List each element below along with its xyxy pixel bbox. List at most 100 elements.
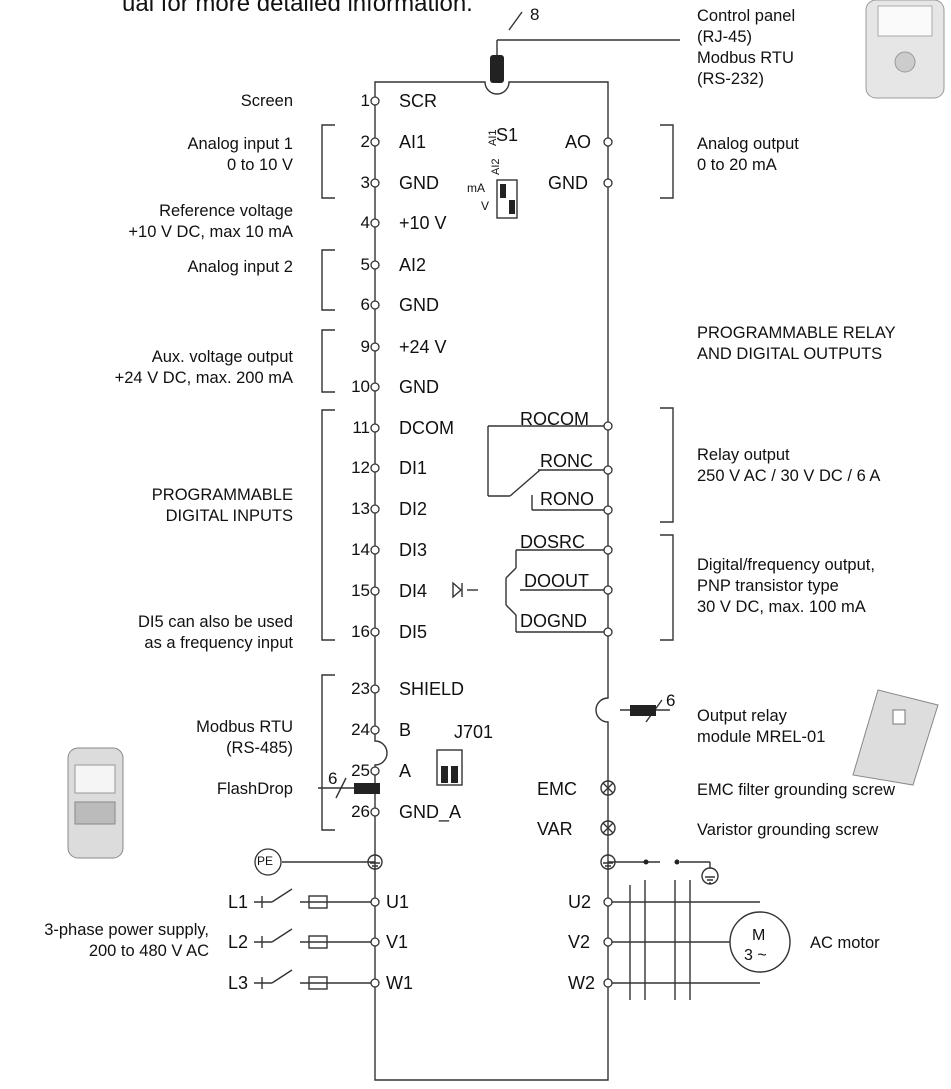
- l2-label: L2: [228, 932, 249, 952]
- terminal-dot: [603, 585, 613, 595]
- s1-switch-label: S1: [496, 125, 519, 145]
- flashdrop-cable-count: 6: [328, 769, 338, 788]
- terminal-number: 12: [351, 458, 370, 477]
- terminal-name: B: [399, 720, 412, 740]
- output-relay-module-desc: Output relay module MREL-01: [697, 707, 826, 746]
- programmable-relay-desc: PROGRAMMABLE RELAY AND DIGITAL OUTPUTS: [697, 324, 896, 363]
- motor-symbol-phase: 3 ~: [744, 947, 767, 964]
- terminal-dot: [370, 423, 380, 433]
- pe-label: PE: [257, 854, 274, 868]
- terminal-dot: [370, 218, 380, 228]
- terminal-dot: [603, 178, 613, 188]
- terminal-number: 26: [351, 802, 370, 821]
- terminal-dot: [370, 504, 380, 514]
- w2-label: W2: [568, 973, 595, 993]
- var-label: VAR: [537, 819, 573, 839]
- terminal-number: 10: [351, 377, 370, 396]
- terminal-dot: [370, 96, 380, 106]
- panel-cable-count: 8: [530, 5, 540, 24]
- doout-label: DOOUT: [524, 571, 589, 591]
- terminal-name: AI2: [399, 255, 427, 275]
- terminal-dot: [603, 897, 613, 907]
- relay-cable-count: 6: [666, 691, 676, 710]
- ronc-label: RONC: [540, 451, 593, 471]
- flashdrop-desc: FlashDrop: [216, 780, 293, 798]
- terminal-dot: [603, 465, 613, 475]
- s1-ma-label: mA: [467, 181, 485, 195]
- s1-v-label: V: [481, 199, 490, 213]
- terminal-dot: [603, 421, 613, 431]
- varistor-desc: Varistor grounding screw: [697, 821, 879, 839]
- modbus-rtu-desc: Modbus RTU (RS-485): [196, 718, 293, 757]
- terminal-number: 14: [351, 540, 370, 559]
- terminal-dot: [370, 178, 380, 188]
- terminal-name: GND: [399, 295, 439, 315]
- analog-input-2-desc: Analog input 2: [187, 258, 293, 276]
- terminal-dot: [370, 463, 380, 473]
- terminal-name: GND: [399, 173, 439, 193]
- emc-filter-desc: EMC filter grounding screw: [697, 781, 896, 799]
- terminal-dot: [370, 725, 380, 735]
- dosrc-label: DOSRC: [520, 532, 586, 552]
- rono-label: RONO: [540, 489, 594, 509]
- screen-desc: Screen: [240, 92, 293, 110]
- terminal-number: 4: [360, 213, 370, 232]
- digital-frequency-output-desc: Digital/frequency output, PNP transistor…: [697, 556, 875, 616]
- terminal-number: 5: [360, 255, 370, 274]
- terminal-number: 16: [351, 622, 370, 641]
- u2-label: U2: [568, 892, 592, 912]
- aux-voltage-desc: Aux. voltage output +24 V DC, max. 200 m…: [114, 348, 293, 387]
- power-supply-desc: 3-phase power supply, 200 to 480 V AC: [44, 921, 209, 960]
- v2-label: V2: [568, 932, 591, 952]
- motor-symbol-m: M: [752, 927, 766, 944]
- terminal-number: 1: [360, 91, 370, 110]
- flashdrop-photo: [67, 747, 124, 859]
- relay-output-desc: Relay output 250 V AC / 30 V DC / 6 A: [697, 446, 881, 485]
- rocom-label: ROCOM: [520, 409, 589, 429]
- terminal-dot: [370, 627, 380, 637]
- u1-label: U1: [386, 892, 410, 912]
- terminal-dot: [370, 684, 380, 694]
- v1-label: V1: [386, 932, 409, 952]
- s1-ai1-label: AI1: [487, 129, 499, 146]
- terminal-name: DI5: [399, 622, 428, 642]
- terminal-number: 11: [352, 418, 370, 437]
- terminal-number: 6: [360, 295, 370, 314]
- w1-label: W1: [386, 973, 413, 993]
- terminal-dot: [603, 505, 613, 515]
- terminal-name: GND_A: [399, 802, 462, 822]
- terminal-name: AI1: [399, 132, 427, 152]
- terminal-dot: [603, 627, 613, 637]
- reference-voltage-desc: Reference voltage +10 V DC, max 10 mA: [128, 202, 293, 241]
- terminal-dot: [370, 937, 380, 947]
- terminal-dot: [370, 137, 380, 147]
- dognd-label: DOGND: [520, 611, 587, 631]
- terminal-dot: [370, 807, 380, 817]
- terminal-number: 15: [351, 581, 370, 600]
- control-panel-photo: [865, 0, 945, 99]
- terminal-name: DI1: [399, 458, 428, 478]
- di5-note-desc: DI5 can also be used as a frequency inpu…: [137, 613, 293, 652]
- terminal-number: 23: [351, 679, 370, 698]
- control-panel-label: Control panel (RJ-45) Modbus RTU (RS-232…: [697, 7, 796, 88]
- terminal-dot: [603, 978, 613, 988]
- manual-note: ual for more detailed information.: [122, 0, 473, 17]
- terminal-name: +24 V: [399, 337, 447, 357]
- emc-label: EMC: [537, 779, 577, 799]
- terminal-number: 24: [351, 720, 370, 739]
- analog-input-1-desc: Analog input 1 0 to 10 V: [187, 135, 293, 174]
- ac-motor-desc: AC motor: [810, 934, 880, 952]
- terminal-dot: [603, 137, 613, 147]
- terminal-name: SHIELD: [399, 679, 465, 699]
- terminal-name: A: [399, 761, 412, 781]
- j701-jumper-label: J701: [454, 722, 494, 742]
- output-relay-module-photo: [852, 689, 939, 786]
- l3-label: L3: [228, 973, 249, 993]
- terminal-name: DI4: [399, 581, 428, 601]
- terminal-name: SCR: [399, 91, 438, 111]
- terminal-name: DI3: [399, 540, 428, 560]
- right-terminal-name: AO: [565, 132, 592, 152]
- terminal-number: 9: [360, 337, 370, 356]
- terminal-number: 2: [360, 132, 370, 151]
